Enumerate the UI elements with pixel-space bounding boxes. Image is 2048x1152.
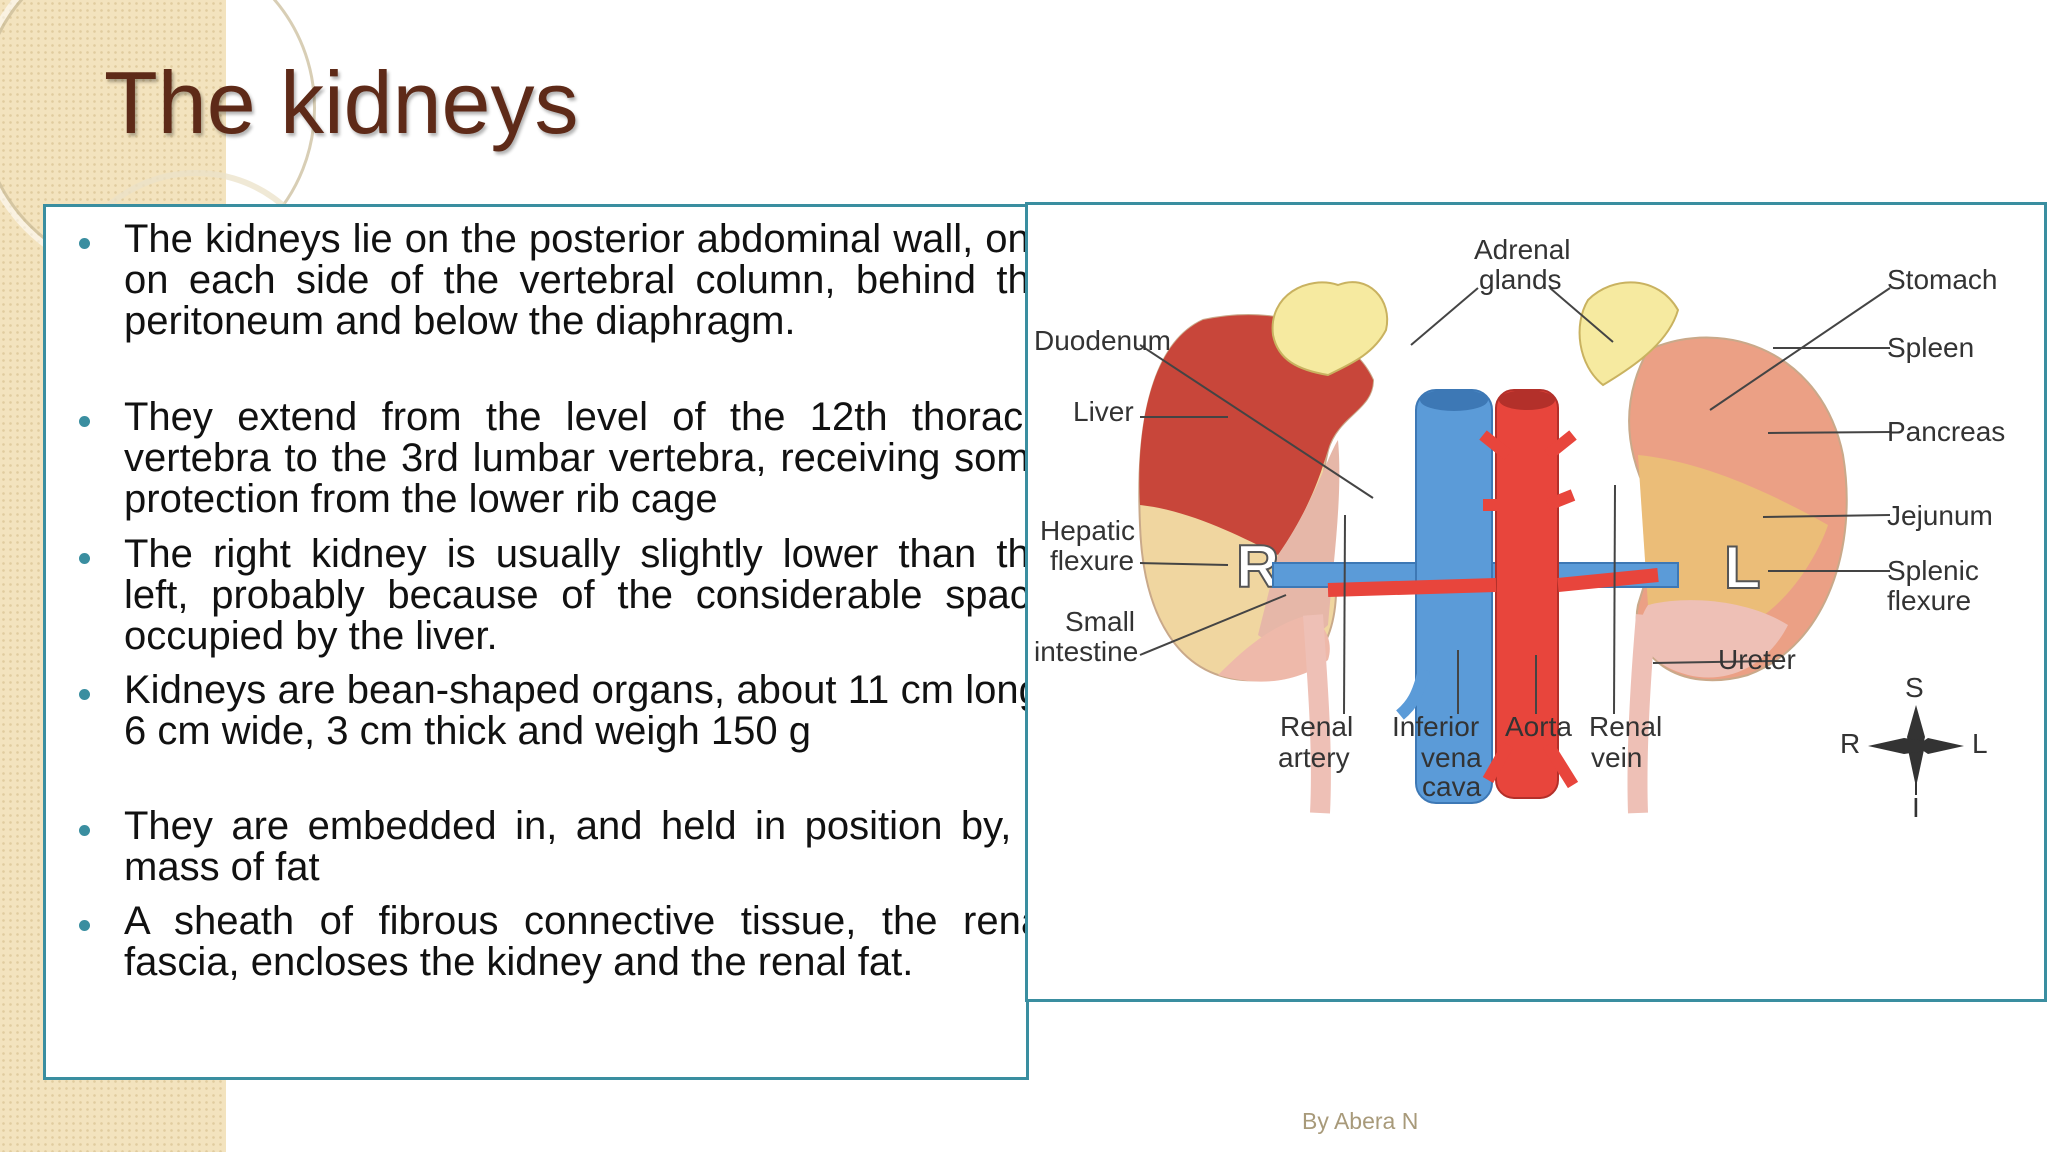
label-hepatic-2: flexure — [1050, 545, 1134, 576]
label-splenic-2: flexure — [1887, 585, 1971, 616]
label-ivc-2: vena — [1421, 742, 1482, 773]
bullet-text-box: The kidneys lie on the posterior abdomin… — [43, 204, 1052, 1080]
small-intestine-region — [1218, 615, 1330, 682]
bullet-text: The right kidney is usually slightly low… — [124, 532, 1052, 658]
bullet-text: A sheath of fibrous connective tissue, t… — [124, 899, 1052, 984]
label-splenic-1: Splenic — [1887, 555, 1979, 586]
bullet-dot-icon — [79, 689, 90, 700]
left-ureter — [1627, 614, 1656, 814]
bullet-text: They extend from the level of the 12th t… — [124, 395, 1052, 521]
label-adrenal-1: Adrenal — [1474, 234, 1571, 265]
label-aorta: Aorta — [1505, 711, 1572, 742]
label-liver: Liver — [1073, 396, 1134, 427]
right-adrenal-gland — [1271, 281, 1389, 377]
bullet-dot-icon — [79, 553, 90, 564]
compass-rose-icon: S R L I — [1840, 672, 1988, 823]
kidney-diagram: R L — [1034, 234, 2005, 823]
leader-lines — [1139, 287, 1891, 715]
right-kidney: R — [1138, 314, 1375, 682]
duodenum-region — [1258, 440, 1340, 644]
jejunum-region — [1640, 600, 1788, 678]
label-hepatic-1: Hepatic — [1040, 515, 1135, 546]
label-pancreas: Pancreas — [1887, 416, 2005, 447]
slide-title: The kidneys — [104, 53, 579, 152]
label-adrenal-2: glands — [1479, 264, 1562, 295]
compass-i: I — [1912, 792, 1920, 823]
bullet-dot-icon — [79, 238, 90, 249]
label-renal-vein-1: Renal — [1589, 711, 1662, 742]
label-stomach: Stomach — [1887, 264, 1998, 295]
left-side-letter: L — [1724, 534, 1761, 601]
label-spleen: Spleen — [1887, 332, 1974, 363]
compass-s: S — [1905, 672, 1924, 703]
bullet-text: Kidneys are bean-shaped organs, about 11… — [124, 668, 1052, 753]
label-duodenum: Duodenum — [1034, 325, 1171, 356]
pancreas-region — [1638, 455, 1828, 629]
label-jejunum: Jejunum — [1887, 500, 1993, 531]
left-adrenal-gland — [1578, 281, 1680, 387]
bullet-dot-icon — [79, 920, 90, 931]
label-ivc-1: Inferior — [1392, 711, 1479, 742]
aorta-opening — [1499, 390, 1555, 410]
bullet-dot-icon — [79, 416, 90, 427]
diagram-labels: Adrenal glands Stomach Duodenum Spleen L… — [1034, 234, 2005, 802]
bullet-dot-icon — [79, 825, 90, 836]
label-renal-vein-2: vein — [1591, 742, 1642, 773]
liver-region — [1139, 315, 1373, 555]
kidney-diagram-frame: R L — [1025, 202, 2047, 1002]
label-ureter: Ureter — [1718, 644, 1796, 675]
label-renal-artery-2: artery — [1278, 742, 1350, 773]
compass-r: R — [1840, 728, 1860, 759]
label-small-2: intestine — [1034, 636, 1138, 667]
slide-footer: By Abera N — [1302, 1108, 1419, 1134]
left-kidney: L — [1628, 336, 1848, 682]
right-ureter — [1303, 614, 1331, 814]
ivc-opening — [1420, 389, 1488, 411]
bullet-text: The kidneys lie on the posterior abdomin… — [124, 217, 1052, 343]
bullet-text: They are embedded in, and held in positi… — [124, 804, 1052, 889]
label-renal-artery-1: Renal — [1280, 711, 1353, 742]
label-small-1: Small — [1065, 606, 1135, 637]
compass-l: L — [1972, 728, 1988, 759]
label-ivc-3: cava — [1422, 771, 1482, 802]
